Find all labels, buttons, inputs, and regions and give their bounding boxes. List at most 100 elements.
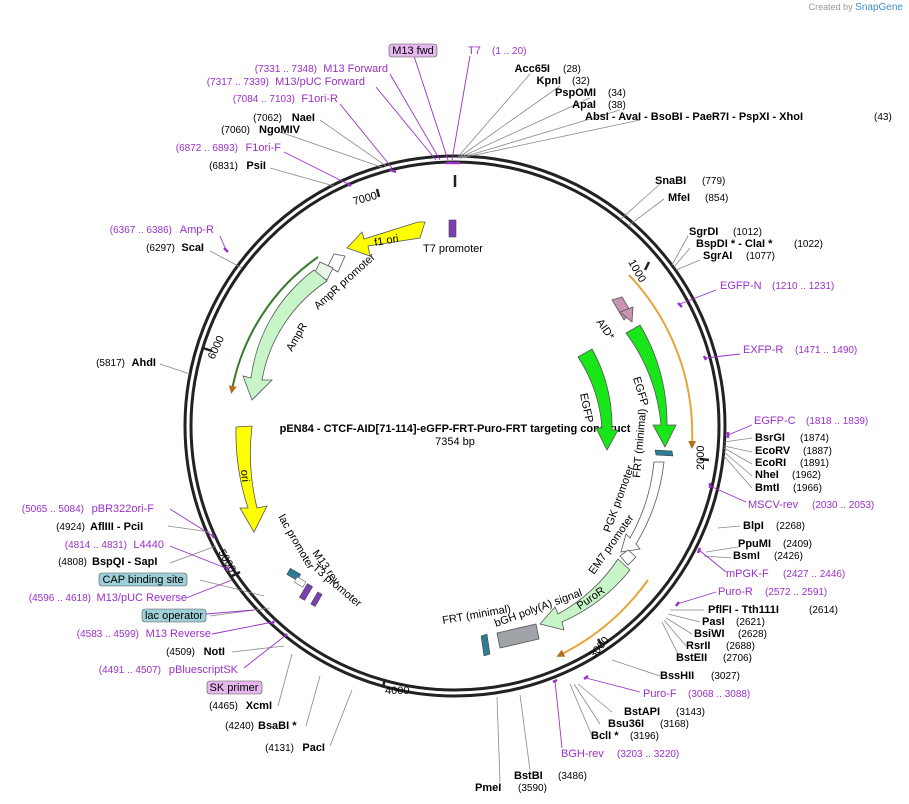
amp-r-primer-label: Amp-R bbox=[180, 224, 214, 236]
f1-ori-label: f1 ori bbox=[373, 233, 399, 249]
enzyme-bsmi-pos: (2426) bbox=[774, 551, 803, 562]
egfp-label-inner: EGFP bbox=[577, 392, 595, 424]
enzyme-mfei: MfeI bbox=[668, 192, 690, 204]
enzyme-pspomi-pos: (34) bbox=[608, 88, 626, 99]
primer-pbr322-pos: (5065 .. 5084) bbox=[22, 504, 84, 515]
plasmid-length: 7354 bp bbox=[435, 436, 475, 448]
enzyme-bsrgi: BsrGI bbox=[755, 432, 785, 444]
enzyme-bstapi: BstAPI bbox=[624, 706, 660, 718]
credit-brand: SnapGene bbox=[855, 2, 903, 13]
enzyme-psii-pos: (6831) bbox=[209, 161, 238, 172]
enzyme-bstapi-pos: (3143) bbox=[676, 707, 705, 718]
ampr-label: AmpR bbox=[284, 321, 310, 354]
enzyme-labels-bottom-left: PacI (4131) BsaBI * (4240) XcmI (4465) S… bbox=[22, 503, 325, 754]
enzyme-pspomi: PspOMI bbox=[555, 87, 596, 99]
enzyme-bsrgi-pos: (1874) bbox=[800, 433, 829, 444]
enzyme-absi-pos: (43) bbox=[874, 112, 892, 123]
enzyme-bstbi-pos: (3486) bbox=[558, 771, 587, 782]
t7-promoter-label: T7 promoter bbox=[423, 243, 483, 255]
lac-operator-box bbox=[141, 608, 207, 623]
enzyme-rsrii-pos: (2688) bbox=[726, 641, 755, 652]
enzyme-naei: NaeI bbox=[292, 112, 315, 124]
enzyme-bcli: BclI * bbox=[591, 730, 619, 742]
primer-mscvrev-pos: (2030 .. 2053) bbox=[812, 500, 874, 511]
primer-puror-pos: (2572 .. 2591) bbox=[765, 587, 827, 598]
lac-operator-label: lac operator bbox=[145, 610, 203, 622]
m13-forward-pos: (7331 .. 7348) bbox=[255, 64, 317, 75]
enzyme-bsabi: BsaBI * bbox=[258, 720, 297, 732]
tick-label-7000: 7000 bbox=[352, 190, 379, 208]
enzyme-ppumi: PpuMI bbox=[738, 538, 771, 550]
m13-puc-forward-pos: (7317 .. 7339) bbox=[207, 77, 269, 88]
enzyme-pasi-pos: (2621) bbox=[736, 617, 765, 628]
t3-promoter-label: T3 promoter bbox=[310, 562, 364, 610]
enzyme-ecori: EcoRI bbox=[755, 457, 786, 469]
primer-leader-lines bbox=[169, 55, 753, 749]
primer-m13reverse: M13 Reverse bbox=[146, 628, 211, 640]
primer-pbluescript-pos: (4491 .. 4507) bbox=[99, 665, 161, 676]
t7-primer-label: T7 bbox=[468, 45, 481, 57]
primer-pbluescript: pBluescriptSK bbox=[169, 664, 239, 676]
enzyme-ngomiv: NgoMIV bbox=[259, 124, 301, 136]
enzyme-labels-top: Acc65I (28) KpnI (32) PspOMI (34) ApaI (… bbox=[515, 63, 892, 123]
orf-arc-ampr bbox=[228, 256, 319, 394]
primer-l4440-pos: (4814 .. 4831) bbox=[65, 540, 127, 551]
enzyme-bsu36i-pos: (3168) bbox=[660, 719, 689, 730]
lac-promoter-label: lac promoter bbox=[275, 513, 316, 572]
enzyme-bspdi-pos: (1022) bbox=[794, 239, 823, 250]
primer-egfpn: EGFP-N bbox=[720, 280, 762, 292]
enzyme-ecorv-pos: (1887) bbox=[803, 446, 832, 457]
primer-egfpn-pos: (1210 .. 1231) bbox=[772, 281, 834, 292]
enzyme-bmti: BmtI bbox=[755, 482, 779, 494]
enzyme-snabi-pos: (779) bbox=[702, 176, 725, 187]
primer-mpgkf-pos: (2427 .. 2446) bbox=[783, 569, 845, 580]
sk-primer-box bbox=[206, 680, 263, 695]
cap-binding-label: CAP binding site bbox=[102, 574, 183, 586]
enzyme-acc65i-pos: (28) bbox=[563, 64, 581, 75]
enzyme-mfei-pos: (854) bbox=[705, 193, 728, 204]
enzyme-paci: PacI bbox=[302, 742, 325, 754]
enzyme-sgrdi: SgrDI bbox=[689, 226, 718, 238]
enzyme-ahdi-pos: (5817) bbox=[96, 358, 125, 369]
enzyme-sgrdi-pos: (1012) bbox=[733, 227, 762, 238]
enzyme-acc65i: Acc65I bbox=[515, 63, 550, 75]
f1ori-r-pos: (7084 .. 7103) bbox=[233, 94, 295, 105]
enzyme-labels-right: SnaBI (779) MfeI (854) SgrDI (1012) BspD… bbox=[475, 175, 874, 794]
enzyme-sgrai-pos: (1077) bbox=[746, 251, 775, 262]
tick-label-1000: 1000 bbox=[625, 258, 648, 285]
primer-bghrev-pos: (3203 .. 3220) bbox=[617, 749, 679, 760]
enzyme-absi-line: AbsI - AvaI - BsoBI - PaeR7I - PspXI - X… bbox=[585, 111, 803, 123]
enzyme-bstbi: BstBI bbox=[514, 770, 543, 782]
enzyme-kpni: KpnI bbox=[537, 75, 561, 87]
enzyme-pmei-pos: (3590) bbox=[518, 783, 547, 794]
puror-feature: PuroR bbox=[539, 558, 631, 631]
primer-mpgkf: mPGK-F bbox=[726, 568, 769, 580]
enzyme-rsrii: RsrII bbox=[686, 640, 710, 652]
enzyme-naei-pos: (7062) bbox=[253, 113, 282, 124]
enzyme-afliii-pos: (4924) bbox=[56, 522, 85, 533]
enzyme-blpi-pos: (2268) bbox=[776, 521, 805, 532]
enzyme-bsabi-pos: (4240) bbox=[225, 721, 254, 732]
enzyme-ngomiv-pos: (7060) bbox=[221, 125, 250, 136]
enzyme-sgrai: SgrAI bbox=[703, 250, 732, 262]
f1-ori-feature: f1 ori bbox=[346, 221, 426, 257]
sk-primer-label: SK primer bbox=[210, 682, 259, 694]
f1ori-f-label: F1ori-F bbox=[246, 142, 282, 154]
enzyme-bcli-pos: (3196) bbox=[630, 731, 659, 742]
enzyme-paci-pos: (4131) bbox=[265, 743, 294, 754]
enzyme-pflfi: PflFI - Tth111I bbox=[708, 604, 779, 616]
enzyme-scai: ScaI bbox=[181, 242, 204, 254]
primer-egfpc: EGFP-C bbox=[754, 415, 796, 427]
enzyme-apai: ApaI bbox=[572, 99, 596, 111]
egfp-label-outer: EGFP bbox=[630, 375, 650, 407]
credit-prefix: Created by bbox=[808, 2, 853, 12]
enzyme-blpi: BlpI bbox=[743, 520, 764, 532]
tick-label-4000: 4000 bbox=[385, 685, 409, 697]
enzyme-bsshii-pos: (3027) bbox=[711, 671, 740, 682]
enzyme-ecori-pos: (1891) bbox=[800, 458, 829, 469]
orf-arc-egfp bbox=[628, 274, 697, 449]
m13-puc-forward-label: M13/pUC Forward bbox=[275, 76, 365, 88]
enzyme-labels-top-left: NaeI (7062) NgoMIV (7060) PsiI (6831) Sc… bbox=[96, 112, 315, 369]
enzyme-bspdi: BspDI * - ClaI * bbox=[696, 238, 773, 250]
t7-primer-pos: (1 .. 20) bbox=[492, 46, 526, 57]
